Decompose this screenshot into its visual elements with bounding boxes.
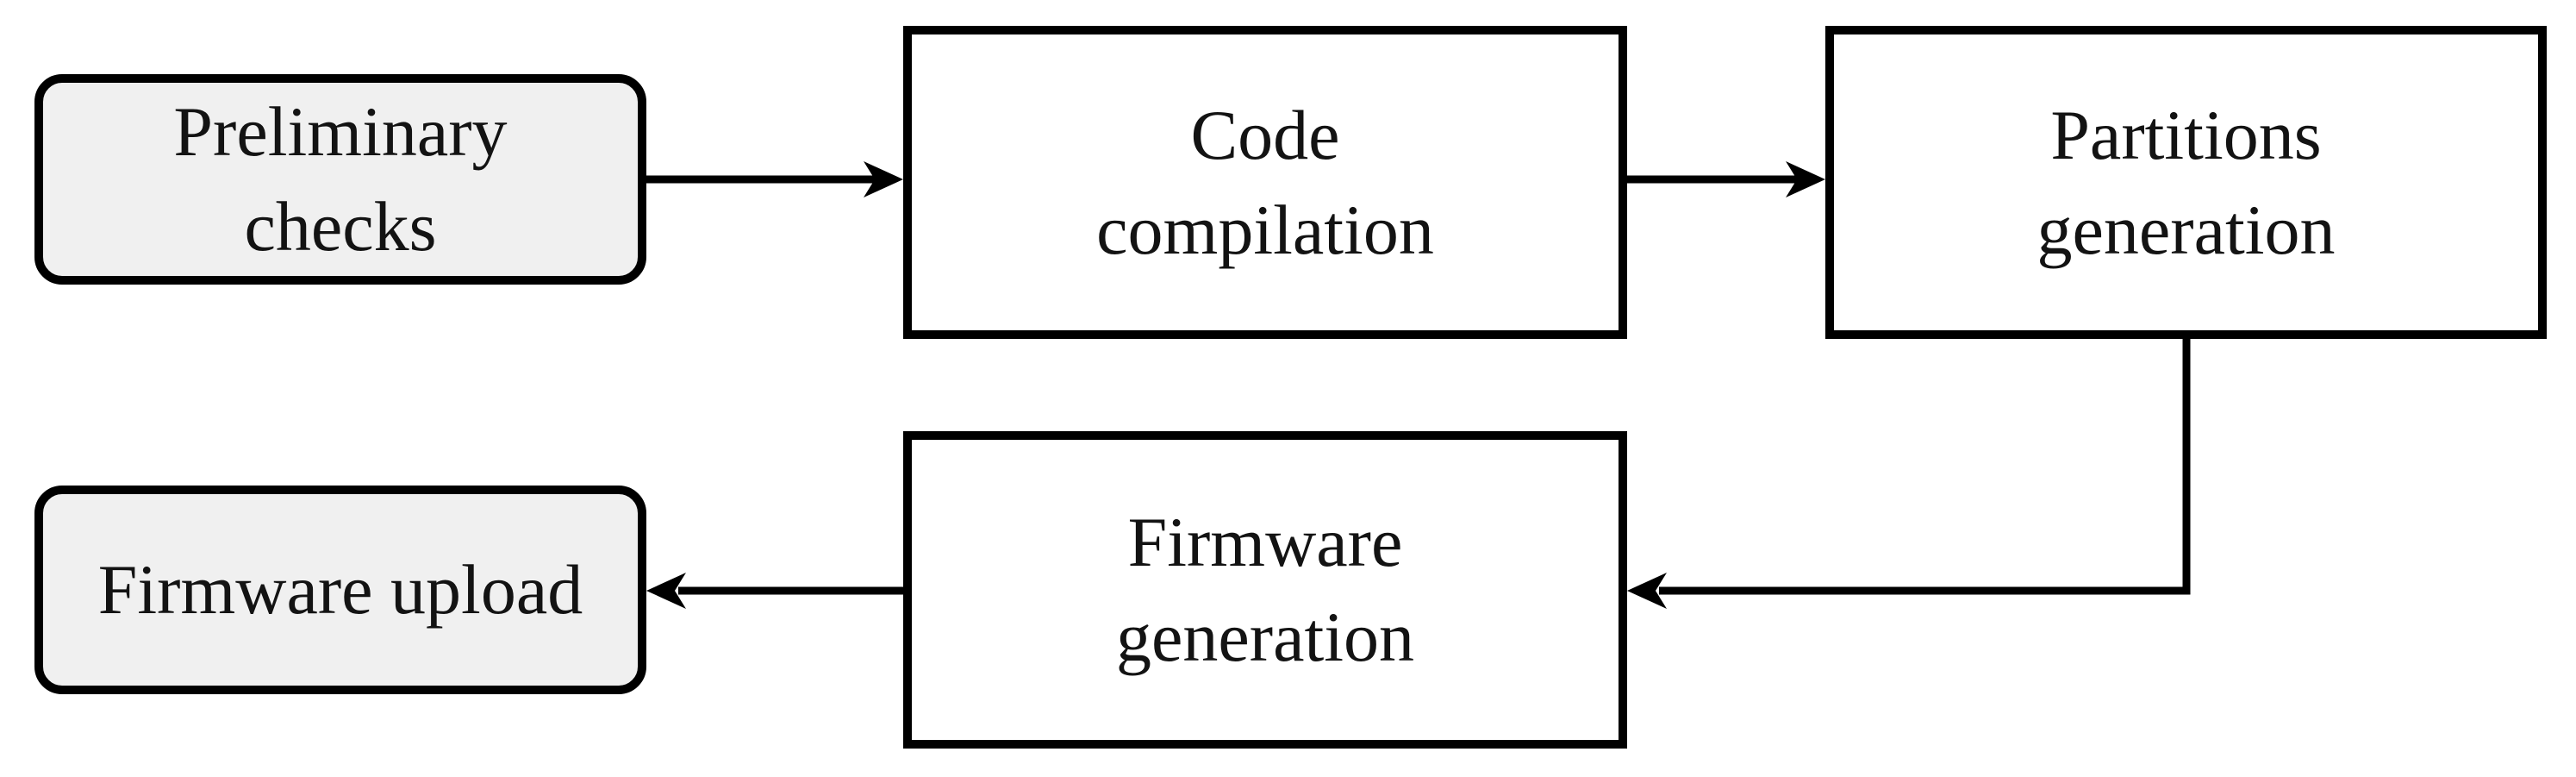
node-label-line: Partitions [2050, 95, 2322, 174]
node-label-line: compilation [1096, 190, 1434, 269]
arrow-preliminary-to-code [646, 161, 903, 197]
node-preliminary-checks: Preliminary checks [34, 74, 646, 285]
node-label-line: checks [244, 187, 437, 266]
arrow-code-to-partitions [1627, 161, 1825, 197]
node-label-line: Preliminary [173, 92, 508, 171]
node-code-compilation: Code compilation [903, 26, 1627, 339]
node-label-line: Firmware upload [97, 550, 583, 629]
arrow-partitions-to-firmware-generation [1627, 339, 2191, 609]
node-label-line: Code [1190, 95, 1340, 174]
node-firmware-upload: Firmware upload [34, 486, 646, 694]
node-label-line: generation [2036, 190, 2336, 269]
arrow-firmware-generation-to-upload [646, 573, 903, 609]
node-label-line: Firmware [1127, 503, 1403, 581]
node-partitions-generation: Partitions generation [1825, 26, 2547, 339]
node-label-line: generation [1115, 598, 1415, 676]
node-firmware-generation: Firmware generation [903, 431, 1627, 749]
